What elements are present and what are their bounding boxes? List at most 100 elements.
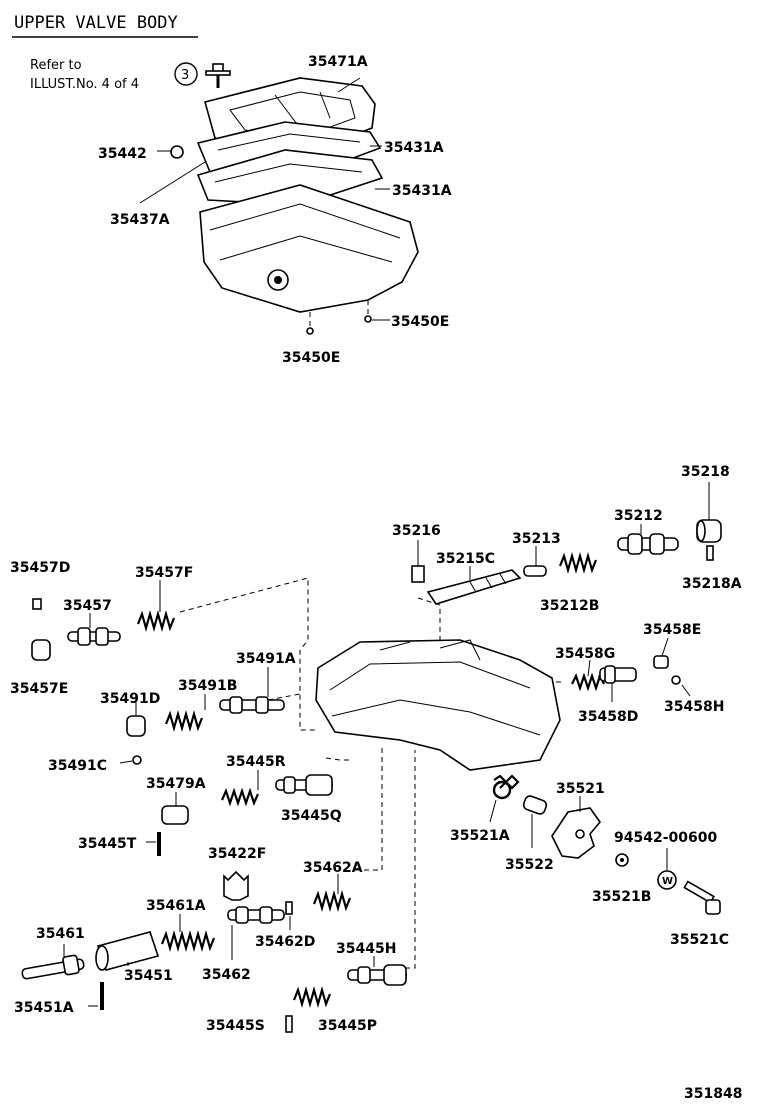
label-35445T: 35445T <box>78 836 137 852</box>
plug-35458E <box>653 655 669 669</box>
label-35462D: 35462D <box>255 934 315 950</box>
plug-35213 <box>523 565 547 577</box>
label-35457E: 35457E <box>10 681 68 697</box>
label-35445P: 35445P <box>318 1018 377 1034</box>
label-35461: 35461 <box>36 926 85 942</box>
bolt-35521C <box>683 880 721 915</box>
label-35213: 35213 <box>512 531 561 547</box>
bolt-icon <box>205 63 231 88</box>
pin-35445T <box>157 832 161 856</box>
label-35491B: 35491B <box>178 678 237 694</box>
sleeve-35451 <box>95 931 160 971</box>
label-35212B: 35212B <box>540 598 599 614</box>
reference-circle-number: 3 <box>181 68 189 83</box>
valve-35461 <box>21 954 85 980</box>
label-35457F: 35457F <box>135 565 193 581</box>
washer-hole-35521B <box>620 858 624 862</box>
label-35450E-1: 35450E <box>282 350 340 366</box>
leader-35521A <box>489 799 497 823</box>
label-35442: 35442 <box>98 146 147 162</box>
label-35445H: 35445H <box>336 941 396 957</box>
cam-35521 <box>551 807 602 859</box>
valve-body-upper <box>199 184 419 313</box>
plug-35491D <box>126 715 146 737</box>
spring-35457F <box>136 609 176 633</box>
label-35450E-2: 35450E <box>391 314 449 330</box>
label-94542-00600: 94542-00600 <box>614 830 717 846</box>
plug-35457E <box>31 639 51 661</box>
leader-35458H <box>681 684 691 697</box>
label-35218A: 35218A <box>682 576 742 592</box>
spring-35445R <box>220 787 260 807</box>
leader-35491C <box>119 760 133 764</box>
leader-35458G <box>587 659 591 677</box>
retainer-35462D <box>285 901 293 915</box>
washer-mark: W <box>662 876 673 887</box>
label-35451: 35451 <box>124 968 173 984</box>
label-35462: 35462 <box>202 967 251 983</box>
label-35491D: 35491D <box>100 691 160 707</box>
reference-line-2: ILLUST.No. 4 of 4 <box>30 77 139 92</box>
valve-35462 <box>227 906 285 924</box>
plunger-35522 <box>522 795 548 815</box>
leader-35458E <box>661 637 669 657</box>
label-35457D: 35457D <box>10 560 70 576</box>
valve-35445Q <box>275 774 333 796</box>
label-35521A: 35521A <box>450 828 510 844</box>
reference-line-1: Refer to <box>30 58 82 73</box>
washer-94542 <box>657 870 677 890</box>
label-35522: 35522 <box>505 857 554 873</box>
valve-35445H <box>347 964 407 986</box>
plug-35442 <box>170 145 184 159</box>
label-35461A: 35461A <box>146 898 206 914</box>
label-35212: 35212 <box>614 508 663 524</box>
check-ball-left <box>306 327 314 335</box>
label-35521B: 35521B <box>592 889 651 905</box>
label-35458D: 35458D <box>578 709 638 725</box>
label-35458G: 35458G <box>555 646 615 662</box>
spring-coil-35521A <box>492 780 512 800</box>
label-35471A: 35471A <box>308 54 368 70</box>
retainer-35422F <box>223 870 249 901</box>
leader-35471A <box>337 77 361 93</box>
label-35458H: 35458H <box>664 699 724 715</box>
label-35218: 35218 <box>681 464 730 480</box>
label-35491C: 35491C <box>48 758 107 774</box>
retainer-35445S <box>285 1015 293 1033</box>
label-35462A: 35462A <box>303 860 363 876</box>
label-35491A: 35491A <box>236 651 296 667</box>
spring-35212B <box>558 551 598 575</box>
label-35445Q: 35445Q <box>281 808 342 824</box>
spring-35458G <box>571 672 605 692</box>
retainer-35457D <box>32 598 42 610</box>
label-35457: 35457 <box>63 598 112 614</box>
plug-35479A <box>161 805 189 825</box>
ball-35491C <box>132 755 142 765</box>
label-35422F: 35422F <box>208 846 266 862</box>
pin-35451A <box>100 982 104 1010</box>
valve-35212 <box>617 533 679 555</box>
diagram-title: UPPER VALVE BODY <box>14 13 178 33</box>
valve-35458D <box>599 665 637 684</box>
label-35445S: 35445S <box>206 1018 265 1034</box>
valve-35215C <box>426 569 522 605</box>
figure-number: 351848 <box>684 1086 742 1102</box>
spring-35461A <box>160 929 216 953</box>
label-35445R: 35445R <box>226 754 286 770</box>
label-35431A-1: 35431A <box>384 140 444 156</box>
leader-35437A <box>139 161 206 204</box>
label-35521C: 35521C <box>670 932 729 948</box>
label-35451A: 35451A <box>14 1000 74 1016</box>
valve-35491A <box>219 696 285 714</box>
reference-circle-icon <box>174 62 198 86</box>
label-35479A: 35479A <box>146 776 206 792</box>
separator-plate-lower <box>196 149 384 206</box>
spring-35462A <box>312 889 352 913</box>
check-ball-right <box>364 315 372 323</box>
ball-35458H <box>671 675 681 685</box>
valve-body-lower <box>315 639 561 771</box>
assembly-guide-lines <box>179 577 608 969</box>
retainer-35216 <box>411 565 425 583</box>
label-35437A: 35437A <box>110 212 170 228</box>
